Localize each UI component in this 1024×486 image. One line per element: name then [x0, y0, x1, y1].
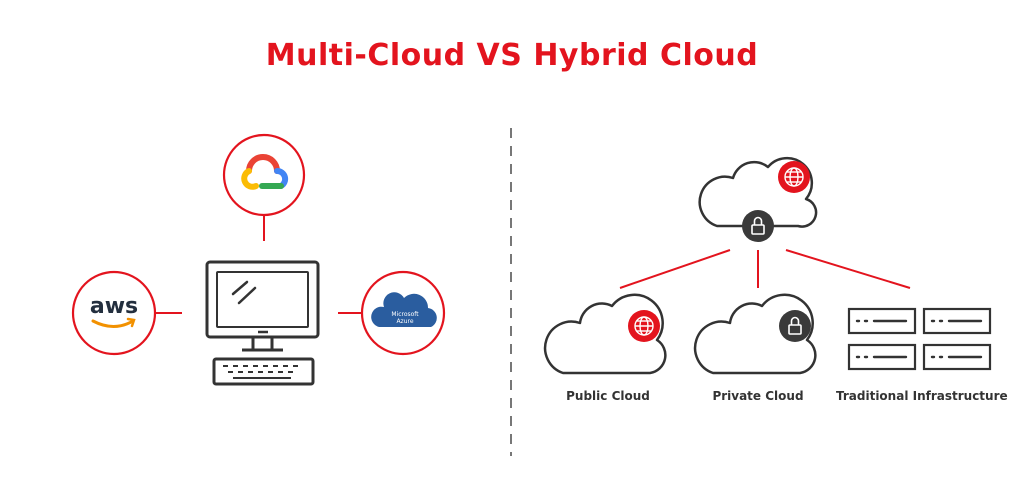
- azure-text-line2: Azure: [396, 318, 413, 325]
- aws-logo-text: aws: [90, 294, 138, 319]
- server-rack-icon: [847, 307, 992, 371]
- label-public-cloud: Public Cloud: [566, 389, 650, 403]
- azure-node: Microsoft Azure: [360, 270, 446, 356]
- page-title: Multi-Cloud VS Hybrid Cloud: [265, 38, 759, 73]
- lock-icon: [779, 310, 811, 342]
- public-cloud-node: [543, 293, 667, 375]
- label-private-cloud: Private Cloud: [712, 389, 804, 403]
- lock-icon: [742, 210, 774, 242]
- aws-smile-icon: [91, 319, 135, 328]
- connector-public: [619, 249, 731, 289]
- azure-cloud-icon: [371, 292, 437, 327]
- google-cloud-node: [222, 133, 306, 217]
- google-cloud-icon: [241, 154, 289, 190]
- azure-text-line1: Microsoft: [391, 311, 419, 318]
- private-cloud-node: [693, 293, 817, 375]
- aws-node: aws: [71, 270, 157, 356]
- hybrid-top-cloud: [698, 156, 818, 242]
- label-traditional-infrastructure: Traditional Infrastructure: [836, 389, 1008, 403]
- desktop-computer-icon: [205, 260, 320, 386]
- connector-traditional: [785, 249, 911, 289]
